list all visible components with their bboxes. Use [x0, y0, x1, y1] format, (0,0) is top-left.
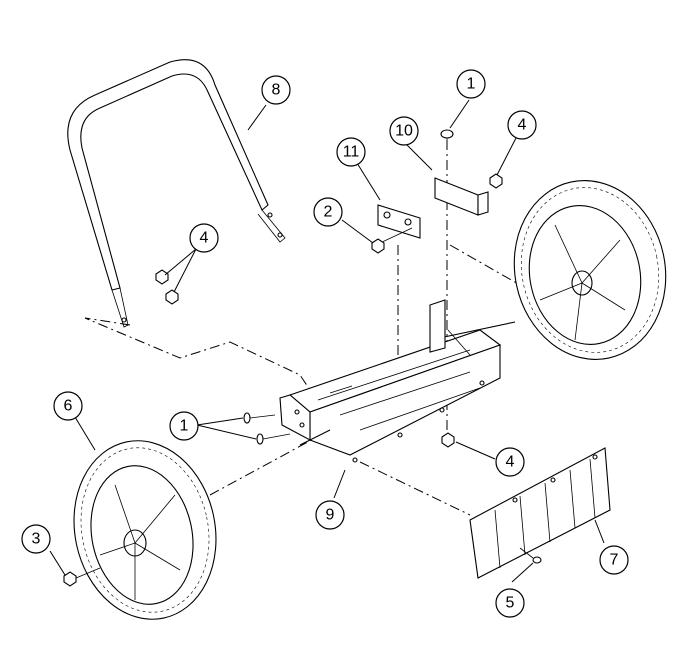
callout-11: 11 [336, 137, 366, 167]
handle-nuts [155, 269, 179, 305]
left-bolts [243, 412, 291, 445]
bracket-11 [377, 204, 421, 239]
callout-label: 3 [32, 531, 41, 548]
callout-label: 7 [610, 552, 619, 569]
callout-1-left: 1 [169, 411, 199, 441]
callout-6: 6 [53, 391, 83, 421]
callout-9: 9 [315, 500, 345, 530]
bracket-10 [434, 177, 489, 216]
callout-8: 8 [261, 75, 291, 105]
base-frame [279, 299, 516, 463]
callout-7: 7 [599, 545, 629, 575]
wheel-left [73, 440, 217, 620]
callout-4-bottom: 4 [495, 447, 525, 477]
screw-5 [519, 547, 542, 564]
callout-1-top: 1 [456, 69, 486, 99]
plate-7 [469, 447, 611, 579]
top-hardware [440, 129, 503, 448]
callout-label: 4 [506, 454, 515, 471]
callout-label: 5 [506, 595, 515, 612]
callout-4-handle: 4 [189, 223, 219, 253]
callout-3: 3 [21, 524, 51, 554]
callout-label: 1 [180, 418, 189, 435]
callout-label: 8 [272, 82, 281, 99]
callout-label: 11 [343, 144, 360, 161]
callout-label: 9 [326, 507, 335, 524]
handle-part [67, 59, 286, 328]
callout-label: 4 [518, 117, 527, 134]
wheel-bolt [63, 567, 101, 587]
callout-label: 6 [64, 398, 73, 415]
callout-10: 10 [389, 116, 419, 146]
wheel-right [513, 180, 667, 360]
callout-label: 4 [200, 230, 209, 247]
callout-5: 5 [495, 588, 525, 618]
callout-label: 2 [324, 204, 333, 221]
leader-lines [49, 99, 605, 583]
callout-2: 2 [313, 197, 343, 227]
callout-label: 10 [395, 123, 413, 140]
callout-4-top: 4 [507, 110, 537, 140]
callout-label: 1 [467, 76, 476, 93]
screw-2 [371, 227, 413, 254]
